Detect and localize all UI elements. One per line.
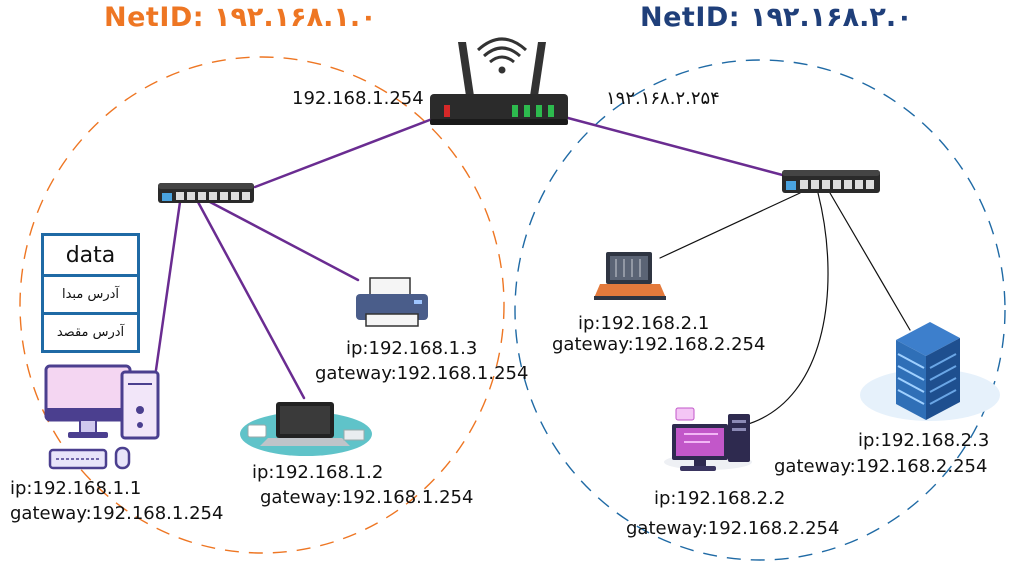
link-switch1-printer1	[208, 200, 360, 282]
packet-destination-field: آدرس مقصد	[44, 312, 137, 350]
switch-icon	[782, 170, 880, 193]
link-switch2-server	[829, 192, 911, 331]
laptop1-gateway: gateway:192.168.1.254	[260, 487, 474, 508]
pc2-gateway: gateway:192.168.2.254	[626, 518, 840, 539]
network-2-boundary	[514, 59, 1006, 561]
network-1-title: NetID: ۱۹۲.۱۶۸.۱.۰	[104, 2, 377, 33]
packet-data-field: data	[65, 242, 116, 268]
desktop-pc-icon	[44, 364, 160, 470]
link-switch2-pc2	[744, 192, 829, 426]
server2-gateway: gateway:192.168.2.254	[774, 456, 988, 477]
laptop-icon	[594, 252, 666, 300]
pc1-gateway: gateway:192.168.1.254	[10, 503, 224, 524]
link-router-switch1	[253, 114, 442, 189]
link-router-switch2	[566, 116, 792, 179]
laptop2-ip: ip:192.168.2.1	[578, 313, 710, 334]
laptop-icon	[240, 402, 372, 456]
link-switch1-laptop1	[196, 200, 306, 400]
server-icon	[860, 322, 1000, 421]
switch-icon	[158, 183, 254, 203]
router-icon	[430, 37, 568, 125]
links	[154, 114, 911, 426]
network-2-title: NetID: ۱۹۲.۱۶۸.۲.۰	[640, 2, 913, 33]
laptop2-gateway: gateway:192.168.2.254	[552, 334, 766, 355]
server2-ip: ip:192.168.2.3	[858, 430, 990, 451]
router-lan2-ip: ۱۹۲.۱۶۸.۲.۲۵۴	[606, 88, 720, 109]
router-lan1-ip: 192.168.1.254	[292, 88, 424, 109]
packet-structure: data آدرس مبدا آدرس مقصد	[41, 233, 140, 353]
link-switch1-pc1	[154, 200, 182, 372]
pc1-ip: ip:192.168.1.1	[10, 478, 142, 499]
network-1-boundary	[19, 56, 505, 554]
printer1-gateway: gateway:192.168.1.254	[315, 363, 529, 384]
pc2-ip: ip:192.168.2.2	[654, 488, 786, 509]
packet-source-field: آدرس مبدا	[44, 274, 137, 312]
desktop-pc-icon	[664, 407, 752, 471]
printer-icon	[356, 277, 428, 327]
laptop1-ip: ip:192.168.1.2	[252, 462, 384, 483]
printer1-ip: ip:192.168.1.3	[346, 338, 478, 359]
link-switch2-laptop2	[659, 192, 801, 259]
